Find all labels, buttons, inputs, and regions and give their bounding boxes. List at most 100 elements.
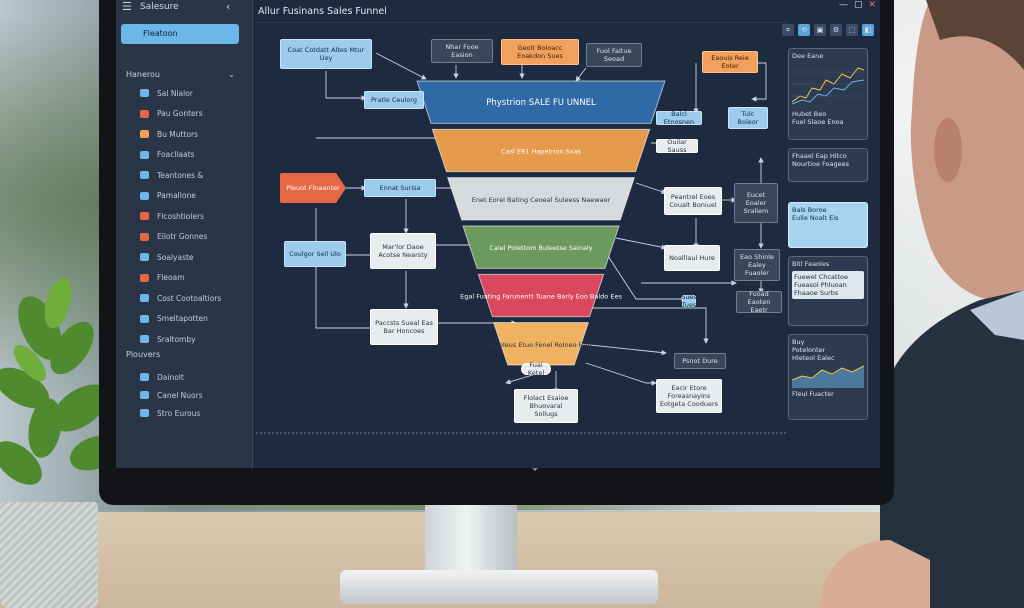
node-top-2[interactable]: Geolt Boloacc Eoakdon Sues: [501, 39, 579, 65]
sidebar-item-6[interactable]: Flcoshtiolers: [140, 209, 204, 223]
sidebar-item-active[interactable]: Fleatoon: [121, 24, 239, 44]
card-5-line-1: Buy: [792, 338, 805, 346]
node-right-3[interactable]: Ouilar Sauss: [656, 138, 698, 154]
node-right-1[interactable]: Balcl Etnosnen: [656, 110, 702, 126]
funnel-stage-label-1: Casl E91 Hapetrion Sxas: [501, 148, 581, 156]
node-left-4[interactable]: Mar'lor Daoe Acotse Nearsty: [370, 233, 436, 269]
monitor-stand-base: [340, 570, 658, 604]
maximize-icon[interactable]: ▢: [853, 0, 863, 10]
hamburger-menu-icon[interactable]: ☰: [122, 0, 132, 13]
node-left-2[interactable]: Pleuot Flnaanter: [280, 173, 346, 203]
sidebar-item-lower-0[interactable]: Dainolt: [140, 370, 184, 384]
funnel-stage-0[interactable]: [416, 80, 666, 124]
connector-lines: [256, 52, 788, 434]
main-area: Allur Fusinans Sales Funnel — ▢ ✕ ⌗ ⟲ ▣ …: [252, 0, 880, 468]
sidebar-section-1[interactable]: Hanerou: [126, 70, 160, 79]
funnel-stage-5[interactable]: [492, 322, 590, 366]
sidebar-item-12[interactable]: Sraltomby: [140, 332, 196, 346]
sidebar-item-icon: [140, 294, 149, 302]
funnel-bottom-badge[interactable]: Fual Ketel: [521, 361, 551, 377]
sidebar-item-7[interactable]: Eilotr Gonnes: [140, 230, 207, 244]
card-3[interactable]: Bals Boroe Eulle Noalt Eis: [788, 202, 868, 248]
sidebar-item-lower-2[interactable]: Stro Eurous: [140, 406, 200, 420]
select-icon[interactable]: ⬚: [846, 24, 858, 36]
node-left-3[interactable]: Ennat Surisa: [364, 179, 436, 197]
sidebar-item-icon: [140, 109, 149, 118]
grid-icon[interactable]: ⌗: [782, 24, 794, 36]
minimize-icon[interactable]: —: [838, 0, 848, 10]
frame-icon[interactable]: ▣: [814, 24, 826, 36]
sidebar-item-2[interactable]: Bu Muttors: [140, 127, 198, 141]
node-left-5[interactable]: Coulgor Sell Ulo: [284, 241, 346, 267]
node-bottom-1[interactable]: Flolact Esaioe Bhuovaral Sollugs: [514, 389, 578, 423]
node-right-4[interactable]: Peantrel Eoes Coualt Boniuel: [664, 187, 722, 215]
node-top-1[interactable]: Nhar Fooe Easion: [431, 39, 493, 63]
node-left-6[interactable]: Paccsts Sueal Eas Bar Honcoes: [370, 309, 438, 345]
chevron-down-icon[interactable]: ⌄: [228, 70, 235, 79]
funnel-stage-4[interactable]: [477, 273, 605, 318]
sidebar-item-label: Dainolt: [157, 372, 184, 382]
card-5-footer: Fleul Fuacter: [792, 390, 834, 398]
sidebar-item-8[interactable]: Soalyaste: [140, 250, 194, 264]
sidebar-item-label: Sal Nialor: [157, 88, 193, 98]
line-chart: [791, 67, 865, 105]
sidebar-item-icon: [140, 212, 149, 220]
funnel-stage-label-2: Enet Eorel Bating Ceoeal Suleess Naewaer: [472, 196, 611, 204]
refresh-icon[interactable]: ⟲: [798, 24, 810, 36]
sidebar-item-label: Flcoshtiolers: [157, 211, 205, 221]
node-right-9[interactable]: Sues Tues: [681, 293, 697, 309]
close-icon[interactable]: ✕: [868, 0, 876, 10]
node-right-2[interactable]: Tulc Boleor: [728, 107, 768, 129]
node-right-7[interactable]: Eao Shinle Ealey Fuaoler: [734, 249, 780, 281]
chart-card-title: Dee Eane: [792, 52, 824, 60]
sidebar-item-10[interactable]: Cost Cootoaltiors: [140, 291, 221, 305]
card-5-line-3: Hleteol Ealec: [792, 354, 835, 362]
card-2-line-2: Nourtioe Foagees: [792, 160, 850, 168]
card-5[interactable]: Buy Potelonter Hleteol Ealec Fleul Fuact…: [788, 334, 868, 420]
node-right-5[interactable]: Eucet Eoaler Sraliem: [734, 183, 778, 223]
sidebar-item-label: Fleoam: [157, 273, 185, 282]
sidebar-item-3[interactable]: Foacllaats: [140, 148, 195, 162]
node-top-3[interactable]: Fuol Faitue Seoad: [586, 43, 642, 67]
gear-icon[interactable]: ⚙: [830, 24, 842, 36]
card-4[interactable]: Bitl Feaoles Fuewel Chcattoe Fueasol Phl…: [788, 256, 868, 326]
sidebar-item-5[interactable]: Pamallone: [140, 189, 196, 203]
funnel-stage-1[interactable]: [431, 128, 651, 173]
node-right-8[interactable]: Fuoad Eaoten Eaetr: [736, 290, 782, 314]
node-right-orange[interactable]: Eaouis Reie Eoter: [702, 51, 758, 73]
chart-card[interactable]: Dee Eane Hubet Beo Fuel Slaoe Enoa: [788, 48, 868, 140]
potted-plant: [0, 277, 120, 485]
node-right-6[interactable]: Noalllaul Hure: [664, 245, 720, 271]
card-2[interactable]: Fhaael Eap Hitco Nourtioe Foagees: [788, 148, 868, 182]
funnel-stage-3[interactable]: [462, 225, 620, 269]
sidebar-item-1[interactable]: Pau Gonters: [140, 107, 203, 121]
card-4-line-2: Fueasol Phluoan: [794, 281, 847, 289]
sidebar-item-icon: [140, 373, 149, 381]
sidebar-section-2[interactable]: Plouvers: [126, 350, 161, 359]
sidebar-item-label: Smeltapotten: [157, 314, 208, 323]
sidebar-item-9[interactable]: Fleoam: [140, 271, 185, 285]
window-title: Allur Fusinans Sales Funnel: [258, 6, 387, 17]
node-bottom-2[interactable]: Eacir Etore Foreasnayins Eotgeta Cooduer…: [656, 379, 722, 413]
sidebar-item-icon: [140, 232, 149, 241]
mini-area-chart: [791, 365, 865, 388]
sidebar-item-lower-1[interactable]: Canel Nuors: [140, 388, 203, 402]
collapse-sidebar-icon[interactable]: ‹: [226, 0, 231, 13]
sidebar-item-icon: [140, 191, 149, 200]
sidebar-item-11[interactable]: Smeltapotten: [140, 312, 208, 326]
funnel-stage-2[interactable]: [446, 177, 636, 221]
sidebar-item-label: Bu Muttors: [157, 129, 198, 139]
panel-icon[interactable]: ◧: [862, 24, 874, 36]
person-silhouette: [820, 0, 1024, 608]
sidebar-item-4[interactable]: Teantones &: [140, 168, 203, 182]
sidebar-item-0[interactable]: Sal Nialor: [140, 86, 193, 100]
node-top-left[interactable]: Coat Cotdatt Altes Mtur Uey: [280, 39, 372, 69]
sidebar-item-label: Pau Gonters: [157, 109, 203, 118]
sidebar-item-label: Foacllaats: [157, 150, 195, 159]
sidebar-item-label: Canel Nuors: [157, 390, 203, 400]
toolbar: ⌗ ⟲ ▣ ⚙ ⬚ ◧: [782, 24, 874, 36]
sidebar-item-icon: [140, 171, 149, 179]
node-right-10[interactable]: Psnot Dure: [674, 353, 726, 369]
node-left-1[interactable]: Pratle Ceulorg: [364, 91, 424, 109]
